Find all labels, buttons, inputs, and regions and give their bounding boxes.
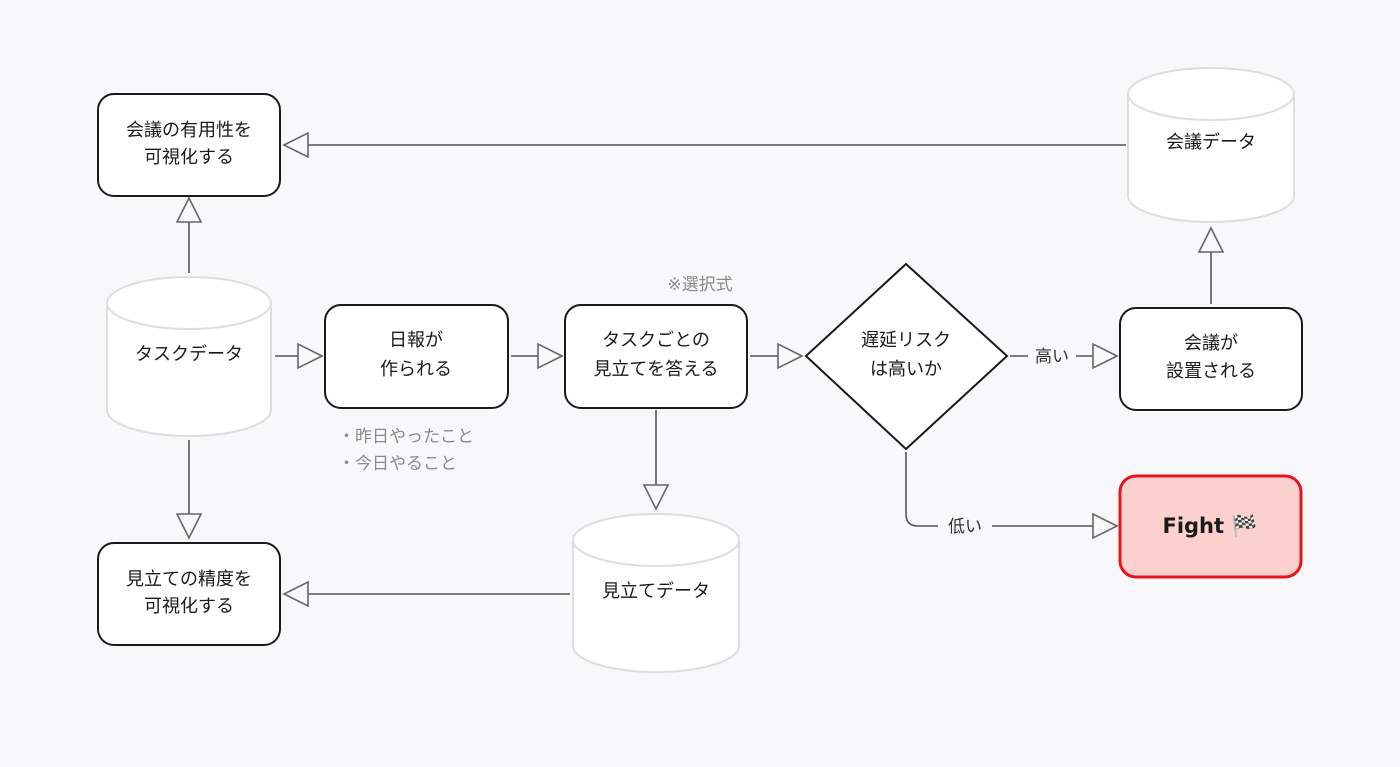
node-label: 見立てデータ <box>602 581 710 602</box>
node-estimate-data[interactable]: 見立てデータ <box>572 513 740 673</box>
note-choice: ※選択式 <box>667 275 732 295</box>
node-estimate-accuracy[interactable]: 見立ての精度を 可視化する <box>97 542 281 646</box>
database-top <box>106 276 272 330</box>
node-meeting-data[interactable]: 会議データ <box>1127 67 1295 223</box>
edge-decision-to-low-label <box>905 452 938 527</box>
node-label-line2: 可視化する <box>144 147 234 168</box>
arrowhead-right-estimate <box>537 342 564 370</box>
process-box <box>1119 307 1303 411</box>
arrowhead-up-usefulness <box>175 196 203 223</box>
node-label-line2: 作られる <box>380 359 452 380</box>
node-label-line1: 会議が <box>1184 333 1238 354</box>
arrowhead-right-report <box>297 342 324 370</box>
arrowhead-down-estimate-data <box>642 484 670 511</box>
database-top <box>572 513 740 567</box>
process-box <box>324 304 509 409</box>
node-label-line2: は高いか <box>870 359 942 380</box>
connector-lines <box>188 144 1212 595</box>
node-label-line1: タスクごとの <box>602 330 710 351</box>
node-delay-risk-decision[interactable]: 遅延リスク は高いか <box>804 262 1009 451</box>
node-daily-report[interactable]: 日報が 作られる <box>324 304 509 409</box>
decision-diamond <box>804 262 1009 451</box>
arrowhead-right-meeting <box>1092 342 1119 370</box>
arrowhead-right-decision <box>777 342 804 370</box>
arrowhead-right-fight <box>1092 512 1119 540</box>
node-label: 会議データ <box>1166 132 1256 153</box>
node-label-line1: 会議の有用性を <box>126 120 252 141</box>
node-label-line1: 遅延リスク <box>861 330 951 351</box>
node-label-line1: 日報が <box>389 330 443 351</box>
note-report-item-yesterday: ・昨日やったこと <box>338 427 474 447</box>
node-meeting-usefulness[interactable]: 会議の有用性を 可視化する <box>97 93 281 197</box>
arrowhead-left-usefulness <box>282 131 309 159</box>
database-top <box>1127 67 1295 121</box>
node-label-line2: 可視化する <box>144 596 234 617</box>
note-report-item-today: ・今日やること <box>338 454 457 474</box>
terminal-box <box>1118 474 1303 579</box>
node-meeting-scheduled[interactable]: 会議が 設置される <box>1119 307 1303 411</box>
node-label: Fight 🏁 <box>1162 513 1257 538</box>
node-task-data[interactable]: タスクデータ <box>106 276 272 437</box>
process-box <box>97 93 281 197</box>
node-fight[interactable]: Fight 🏁 <box>1118 474 1303 579</box>
process-box <box>97 542 281 646</box>
arrowhead-up-meeting-data <box>1197 226 1225 253</box>
node-label-line1: 見立ての精度を <box>126 569 252 590</box>
edge-label-low: 低い <box>948 517 982 537</box>
arrowheads <box>175 131 1225 608</box>
edge-label-high: 高い <box>1035 347 1069 367</box>
process-box <box>564 304 748 409</box>
node-estimate-answer[interactable]: タスクごとの 見立てを答える <box>564 304 748 409</box>
database-body <box>572 540 740 673</box>
node-label-line2: 設置される <box>1166 361 1256 382</box>
database-body <box>1127 94 1295 223</box>
arrowhead-left-accuracy <box>282 580 309 608</box>
arrowhead-down-accuracy <box>175 513 203 540</box>
node-label-line2: 見立てを答える <box>593 359 718 380</box>
database-body <box>106 303 272 437</box>
node-label: タスクデータ <box>135 344 243 365</box>
